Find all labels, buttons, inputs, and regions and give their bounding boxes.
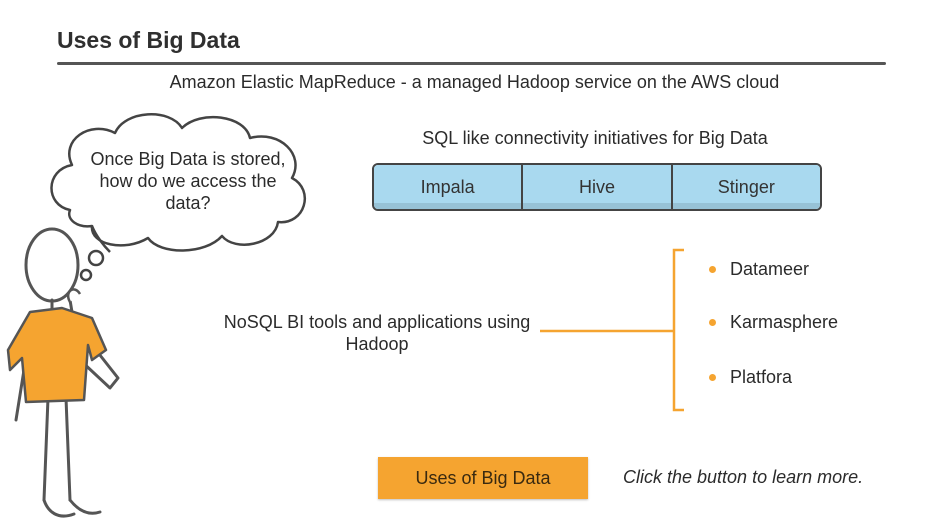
sql-item-stinger: Stinger: [670, 165, 820, 209]
tool-item-datameer: Datameer: [709, 259, 809, 280]
orange-shirt: [6, 306, 108, 404]
bullet-icon: [709, 266, 716, 273]
nosql-label: NoSQL BI tools and applications using Ha…: [223, 312, 531, 354]
uses-of-big-data-button[interactable]: Uses of Big Data: [378, 457, 588, 499]
thought-bubble-text: Once Big Data is stored, how do we acces…: [90, 149, 286, 213]
sql-initiatives-bar: Impala Hive Stinger: [372, 163, 822, 211]
sql-heading: SQL like connectivity initiatives for Bi…: [422, 128, 768, 148]
title-divider: [57, 62, 886, 65]
subtitle-text: Amazon Elastic MapReduce - a managed Had…: [169, 72, 780, 92]
tool-label: Karmasphere: [730, 312, 839, 332]
tool-label: Datameer: [730, 259, 810, 279]
tool-item-karmasphere: Karmasphere: [709, 312, 838, 333]
person-figure: [14, 227, 120, 518]
bullet-icon: [709, 374, 716, 381]
sql-item-impala: Impala: [374, 165, 522, 209]
thought-cloud-icon: [50, 113, 307, 282]
sql-item-hive: Hive: [521, 165, 671, 209]
bullet-icon: [709, 319, 716, 326]
tool-item-platfora: Platfora: [709, 367, 792, 388]
tool-label: Platfora: [730, 367, 793, 387]
page-title: Uses of Big Data: [57, 27, 240, 53]
hint-text: Click the button to learn more.: [623, 467, 864, 487]
